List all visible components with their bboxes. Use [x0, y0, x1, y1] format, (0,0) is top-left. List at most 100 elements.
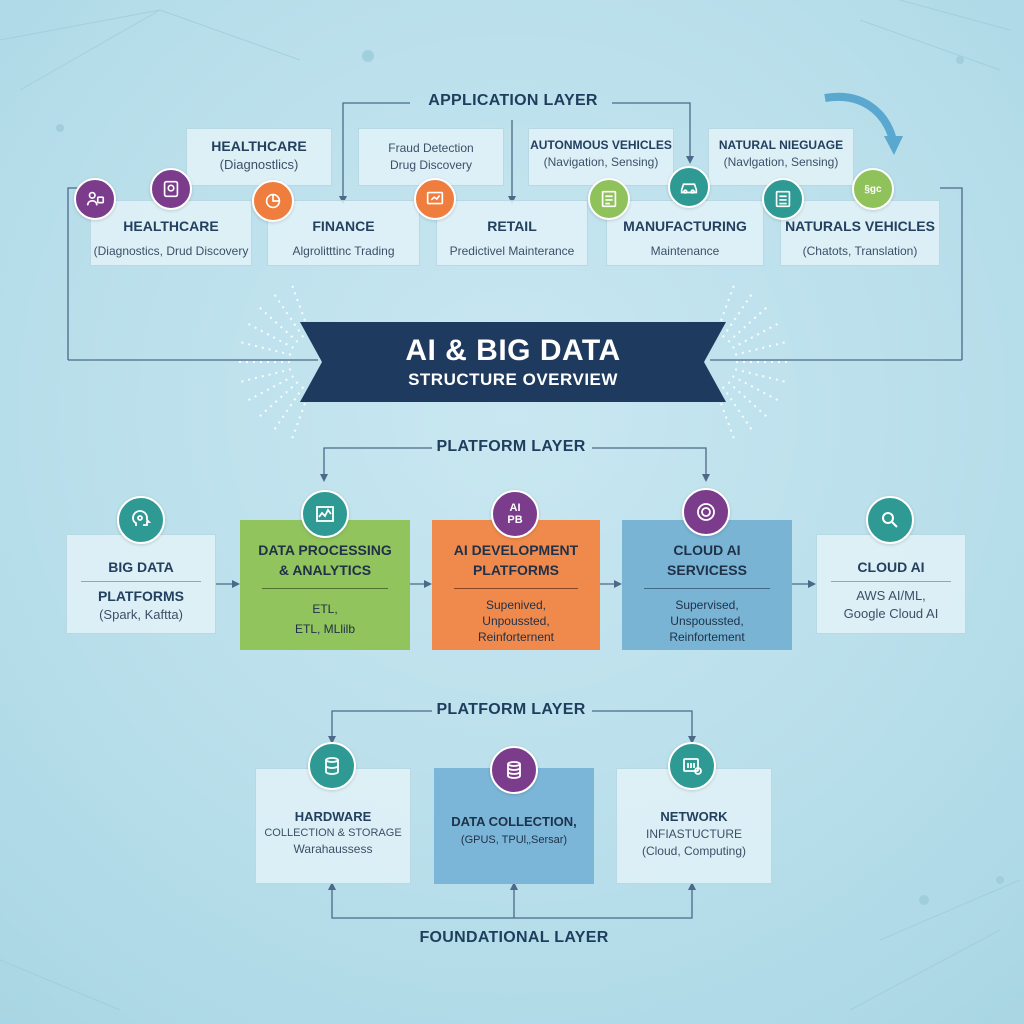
card-title: HARDWARE: [294, 809, 372, 824]
car-icon: [668, 166, 710, 208]
card-title: NETWORK: [660, 809, 728, 824]
platform-card-big-data[interactable]: BIG DATA PLATFORMS (Spark, Kaftta): [66, 534, 216, 634]
shopping-cart-icon: [414, 178, 456, 220]
sparkle-ray: [727, 306, 768, 343]
app-top-card-fraud[interactable]: Fraud Detection Drug Discovery: [358, 128, 504, 186]
card-subtitle-2: ETL, MLlilb: [294, 622, 356, 636]
app-top-card-natural-language[interactable]: NATURAL NIEGUAGE (Navlgation, Sensing): [708, 128, 854, 186]
card-subtitle: INFIASTUCTURE: [646, 827, 742, 841]
card-subtitle: Maintenance: [650, 244, 720, 258]
card-title: NATURALS VEHICLES: [785, 218, 935, 234]
card-title: DATA PROCESSING: [258, 542, 392, 558]
card-title: CLOUD AI: [673, 542, 741, 558]
app-top-card-healthcare[interactable]: HEALTHCARE (Diagnostlics): [186, 128, 332, 186]
app-card-finance[interactable]: FINANCE Algrolitttinc Trading: [267, 200, 420, 266]
app-card-retail[interactable]: RETAIL Predictivel Mainterance: [436, 200, 588, 266]
sparkle-ray: [727, 381, 768, 418]
platform-card-cloud-ai[interactable]: CLOUD AI AWS AI/ML, Google Cloud AI: [816, 534, 966, 634]
card-title: CLOUD AI: [857, 559, 925, 575]
sparkle-ray: [258, 306, 299, 343]
checklist-icon: [588, 178, 630, 220]
sparkle-ray: [721, 293, 753, 338]
app-card-manufacturing[interactable]: MANUFACTURING Maintenance: [606, 200, 764, 266]
card-divider: [831, 581, 951, 582]
analytics-chart-icon: [301, 490, 349, 538]
card-title: RETAIL: [487, 218, 537, 234]
network-server-icon: [668, 742, 716, 790]
application-layer-title: APPLICATION LAYER: [428, 92, 598, 109]
card-subtitle: (Diagnostlics): [219, 157, 299, 172]
card-title: MANUFACTURING: [623, 218, 747, 234]
card-subtitle: Supervised,: [675, 598, 739, 612]
card-title-2: PLATFORMS: [472, 562, 560, 578]
card-title: BIG DATA: [108, 559, 174, 575]
sparkle-ray: [273, 386, 305, 431]
card-subtitle-2: Unpoussted,: [482, 614, 550, 628]
sparkle-ray: [258, 381, 299, 418]
card-subtitle: (Navigation, Sensing): [543, 155, 659, 169]
card-title: HEALTHCARE: [211, 138, 307, 154]
sparkle-ray: [732, 322, 779, 349]
card-title: NATURAL NIEGUAGE: [718, 138, 844, 152]
platform-card-cloud-services[interactable]: CLOUD AI SERVICESS Supervised, Unspousst…: [622, 520, 792, 650]
card-divider: [81, 581, 201, 582]
card-title-2: SERVICESS: [667, 562, 747, 578]
chip-icon-label: §gc: [864, 183, 882, 195]
sparkle-ray: [247, 322, 294, 349]
card-subtitle: Drug Discovery: [389, 158, 473, 172]
card-divider: [454, 588, 578, 589]
sparkle-ray: [240, 341, 292, 356]
card-subtitle: Supenived,: [485, 598, 547, 612]
brain-head-icon: [117, 496, 165, 544]
card-title-2: & ANALYTICS: [278, 562, 372, 578]
search-icon: [866, 496, 914, 544]
card-title: AI DEVELOPMENT: [453, 542, 579, 558]
foundational-layer-title: FOUNDATIONAL LAYER: [419, 929, 609, 946]
card-subtitle: (Diagnostics, Drud Discovery: [93, 244, 249, 258]
platform-card-data-processing[interactable]: DATA PROCESSING & ANALYTICS ETL, ETL, ML…: [240, 520, 410, 650]
card-subtitle: (Navlgation, Sensing): [723, 155, 839, 169]
document-list-icon: [762, 178, 804, 220]
server-stack-icon: [490, 746, 538, 794]
sparkle-ray: [732, 375, 779, 402]
card-subtitle-2: (Cloud, Computing): [641, 844, 747, 858]
banner-subtitle: STRUCTURE OVERVIEW: [408, 370, 618, 389]
id-card-icon: [150, 168, 192, 210]
app-top-card-autonomous[interactable]: AUTONMOUS VEHICLES (Navigation, Sensing): [528, 128, 674, 186]
card-subtitle: COLLECTION & STORAGE: [264, 827, 402, 839]
card-subtitle: Algrolitttinc Trading: [292, 244, 395, 258]
infrastructure-layer-title: PLATFORM LAYER: [436, 701, 586, 718]
database-icon: [308, 742, 356, 790]
card-title: Fraud Detection: [388, 141, 474, 155]
app-card-naturals-vehicles[interactable]: NATURALS VEHICLES (Chatots, Translation): [780, 200, 940, 266]
card-title-2: PLATFORMS: [97, 588, 185, 604]
card-title: AUTONMOUS VEHICLES: [530, 138, 672, 152]
ai-icon-text: AI: [509, 502, 521, 514]
overview-banner: AI & BIG DATA STRUCTURE OVERVIEW: [300, 322, 726, 402]
platform-layer-title: PLATFORM LAYER: [436, 438, 586, 455]
platform-card-ai-development[interactable]: AI DEVELOPMENT PLATFORMS Supenived, Unpo…: [432, 520, 600, 650]
card-subtitle-3: Reinforternent: [477, 630, 555, 644]
card-subtitle: (GPUS, TPUl‚‚Sersar): [460, 834, 568, 846]
card-title: HEALTHCARE: [123, 218, 219, 234]
card-subtitle: Predictivel Mainterance: [449, 244, 575, 258]
card-divider: [644, 588, 770, 589]
sparkle-ray: [734, 341, 786, 356]
sparkle-ray: [247, 375, 294, 402]
target-icon: [682, 488, 730, 536]
banner-title: AI & BIG DATA: [405, 334, 621, 367]
sparkle-ray: [240, 368, 292, 383]
card-subtitle-2: Google Cloud AI: [843, 606, 939, 621]
sparkle-ray: [734, 368, 786, 383]
sparkle-ray: [721, 386, 753, 431]
card-subtitle: AWS AI/ML,: [856, 588, 926, 603]
card-subtitle: (Spark, Kaftta): [99, 607, 183, 622]
card-title: DATA COLLECTION,: [451, 814, 577, 829]
card-subtitle-2: Unspoussted,: [670, 614, 744, 628]
card-divider: [262, 588, 388, 589]
card-title: FINANCE: [312, 218, 375, 234]
chip-icon: §gc: [852, 168, 894, 210]
app-card-healthcare[interactable]: HEALTHCARE (Diagnostics, Drud Discovery: [90, 200, 252, 266]
card-subtitle: (Chatots, Translation): [802, 244, 918, 258]
